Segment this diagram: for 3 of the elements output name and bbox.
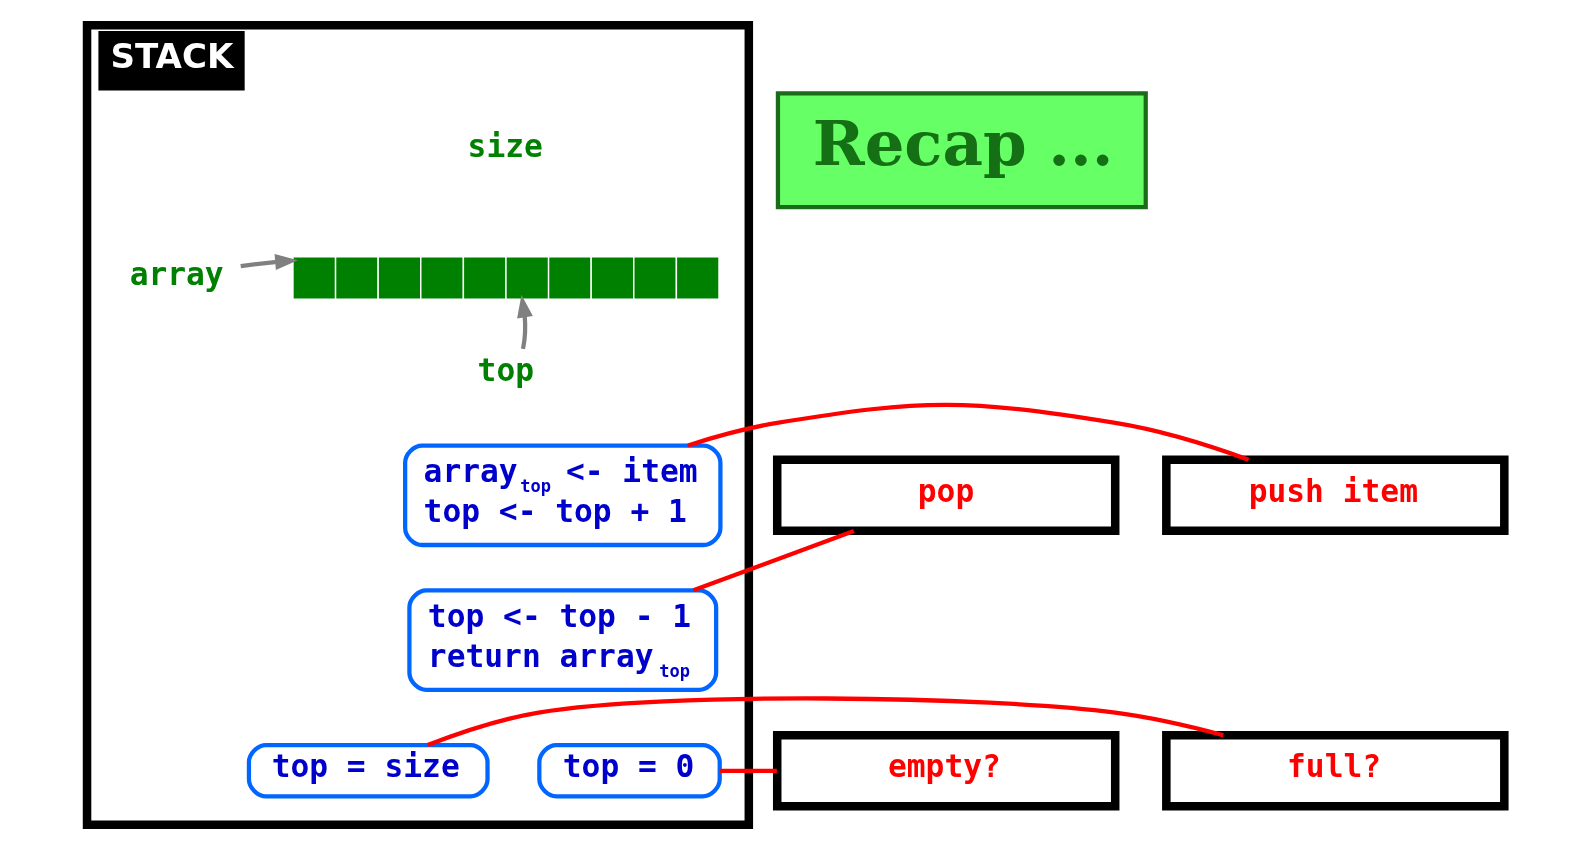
node-text: array [129, 255, 224, 292]
node-text: top [477, 352, 534, 389]
label: size [467, 127, 543, 164]
